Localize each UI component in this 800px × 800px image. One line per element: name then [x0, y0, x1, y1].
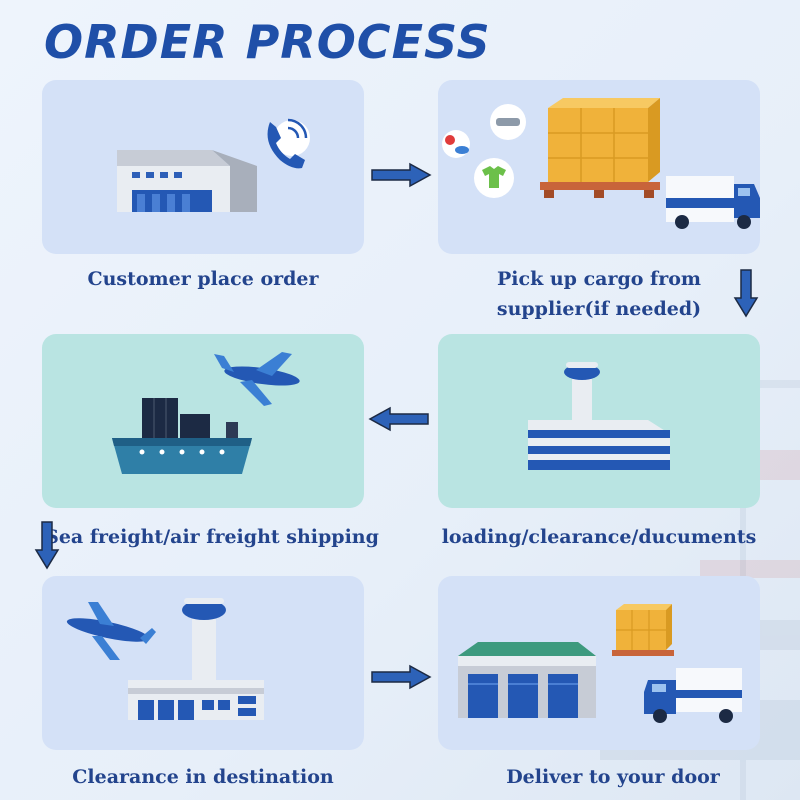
plane-control-tower-icon — [66, 598, 264, 720]
cargo-pickup-icon — [442, 98, 760, 229]
step-panel-clearance-destination — [42, 576, 364, 750]
step-label-loading-clearance: loading/clearance/ducuments — [441, 526, 757, 548]
office-building-phone-icon — [117, 118, 310, 212]
airplane-icon — [66, 602, 156, 660]
airplane-icon — [214, 352, 300, 406]
step-label-pickup-cargo-line2: supplier(if needed) — [496, 298, 702, 320]
warehouse-delivery-icon — [458, 604, 742, 723]
step-label-clearance-destination: Clearance in destination — [72, 766, 334, 788]
step-panel-customer-order — [42, 80, 364, 254]
step-label-customer-order: Customer place order — [87, 268, 319, 290]
arrow-left-icon — [368, 406, 429, 432]
page-title: ORDER PROCESS — [44, 15, 491, 69]
step-label-deliver-door: Deliver to your door — [506, 766, 720, 788]
arrow-down-icon — [733, 269, 759, 318]
arrow-right-icon — [371, 162, 432, 188]
step-panel-pickup-cargo — [438, 80, 760, 254]
ship-plane-icon — [112, 352, 300, 474]
airport-terminal-icon — [528, 362, 670, 470]
step-label-pickup-cargo-line1: Pick up cargo from — [497, 268, 701, 290]
step-panel-freight-shipping — [42, 334, 364, 508]
step-panel-deliver-door — [438, 576, 760, 750]
arrow-down-icon — [34, 521, 60, 570]
step-panel-loading-clearance — [438, 334, 760, 508]
arrow-right-icon — [371, 664, 432, 690]
step-label-freight-shipping: Sea freight/air freight shipping — [45, 526, 379, 548]
